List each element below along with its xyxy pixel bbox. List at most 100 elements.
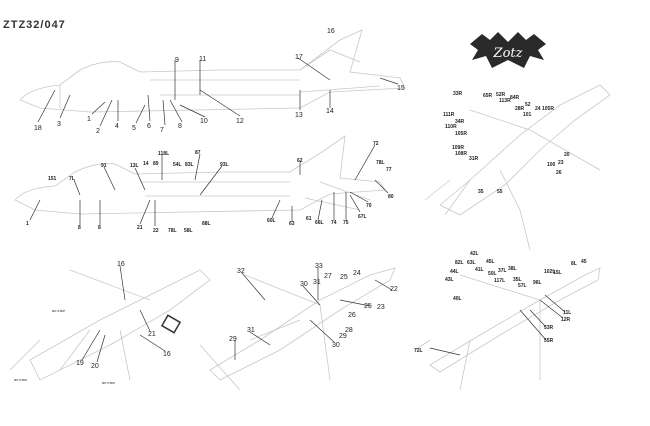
callout: 78L — [376, 160, 385, 166]
drawing-line — [37, 57, 399, 127]
callout: 91 — [101, 163, 107, 169]
callout: 96L — [533, 280, 542, 286]
callout: 25 — [364, 303, 372, 310]
callout: 31 — [313, 279, 321, 286]
drawing-line — [470, 32, 546, 68]
callout: 1 — [87, 116, 91, 123]
callout: 26 — [348, 312, 356, 319]
callout: 75 — [343, 220, 349, 226]
callout: 37L — [498, 268, 507, 274]
callout: 54L — [173, 162, 182, 168]
callout: 60L — [267, 218, 276, 224]
drawing-line — [199, 274, 331, 391]
callout: 28 — [345, 327, 353, 334]
plan-view-top-right — [424, 84, 611, 251]
callout: 30 — [300, 281, 308, 288]
callout: 10 — [200, 118, 208, 125]
drawing-line — [140, 181, 371, 211]
callout: 16 — [117, 261, 125, 268]
callout: 118L — [158, 151, 169, 157]
callout: 105R — [455, 131, 467, 137]
drawing-line — [29, 144, 389, 226]
callout: 35 — [478, 189, 484, 195]
callout: 11 — [199, 56, 206, 63]
drawing-line — [429, 267, 601, 373]
view-bottom-left — [9, 269, 211, 381]
callout: 117L — [494, 278, 505, 284]
callout: 8 — [178, 123, 182, 130]
callout: 13 — [295, 112, 303, 119]
drawing-line — [424, 109, 601, 251]
callout: 15 — [397, 85, 405, 92]
drawing-line — [299, 49, 361, 71]
callout: 9 — [175, 57, 179, 64]
callout: 19 — [76, 360, 84, 367]
callout: 43L — [445, 277, 454, 283]
logo-text: Zotz — [493, 46, 523, 61]
drawing-line — [81, 265, 166, 363]
callout: 77 — [386, 167, 392, 173]
callout: 65R — [483, 93, 493, 99]
callout: 31 — [247, 327, 255, 334]
callout: 53R — [544, 325, 554, 331]
callout: 24 — [535, 106, 541, 112]
callout: 105R — [542, 106, 554, 112]
zotz-logo: Zotz — [470, 32, 546, 68]
callout: 38L — [508, 266, 517, 272]
drawing-line — [414, 274, 541, 391]
no-step-label: NO STEP — [14, 378, 27, 382]
view-bottom-mid — [199, 267, 396, 391]
drawing-line — [29, 269, 211, 381]
callout: 27 — [324, 273, 332, 280]
drawing-line — [209, 267, 396, 381]
callout: 18 — [34, 125, 42, 132]
callout: 21 — [137, 225, 143, 231]
callout: 5 — [132, 125, 136, 132]
no-step-label: NO STEP — [102, 381, 115, 385]
callout: 52R — [496, 92, 506, 98]
callout: 33 — [315, 263, 323, 270]
callout: 82L — [455, 260, 464, 266]
callout: 22 — [153, 228, 159, 234]
callout: 23 — [377, 304, 385, 311]
callout: 74 — [331, 220, 337, 226]
callout-labels: 18 3 1 2 4 5 6 7 8 9 10 11 12 13 14 15 1… — [14, 28, 587, 385]
callout: 57L — [518, 283, 527, 289]
placard-box — [160, 314, 182, 334]
callout: 32 — [237, 268, 245, 275]
callout: 102L — [544, 269, 555, 275]
side-view-lower — [14, 135, 386, 215]
callout: 23 — [558, 160, 564, 166]
callout: 14 — [143, 161, 149, 167]
callout: 45 — [581, 259, 587, 265]
callout: 70 — [366, 203, 372, 209]
callout: 80 — [388, 194, 394, 200]
callout: 3 — [57, 121, 61, 128]
callout: 84R — [510, 95, 520, 101]
callout: 89 — [153, 161, 159, 167]
callout: 7 — [160, 127, 164, 134]
callout: 78L — [168, 228, 177, 234]
callout: 42L — [470, 251, 479, 257]
callout: 8L — [571, 261, 577, 267]
callout: 1 — [26, 221, 29, 227]
callout: 151 — [48, 176, 57, 182]
callout: 93L — [220, 162, 229, 168]
callout: 63 — [289, 221, 295, 227]
callout: 16 — [163, 351, 171, 358]
callout: 22 — [390, 286, 398, 293]
callout: 31R — [469, 156, 479, 162]
callout: 67L — [358, 214, 367, 220]
callout: 12 — [236, 118, 244, 125]
callout: 20 — [564, 152, 570, 158]
callout: 58L — [184, 228, 193, 234]
callout: 4 — [115, 123, 119, 130]
callout: 109R — [452, 145, 464, 151]
callout: 61 — [306, 216, 312, 222]
callout: 45L — [486, 259, 495, 265]
callout: 62 — [297, 158, 303, 164]
callout: 34R — [455, 119, 465, 125]
callout: 13L — [130, 163, 139, 169]
